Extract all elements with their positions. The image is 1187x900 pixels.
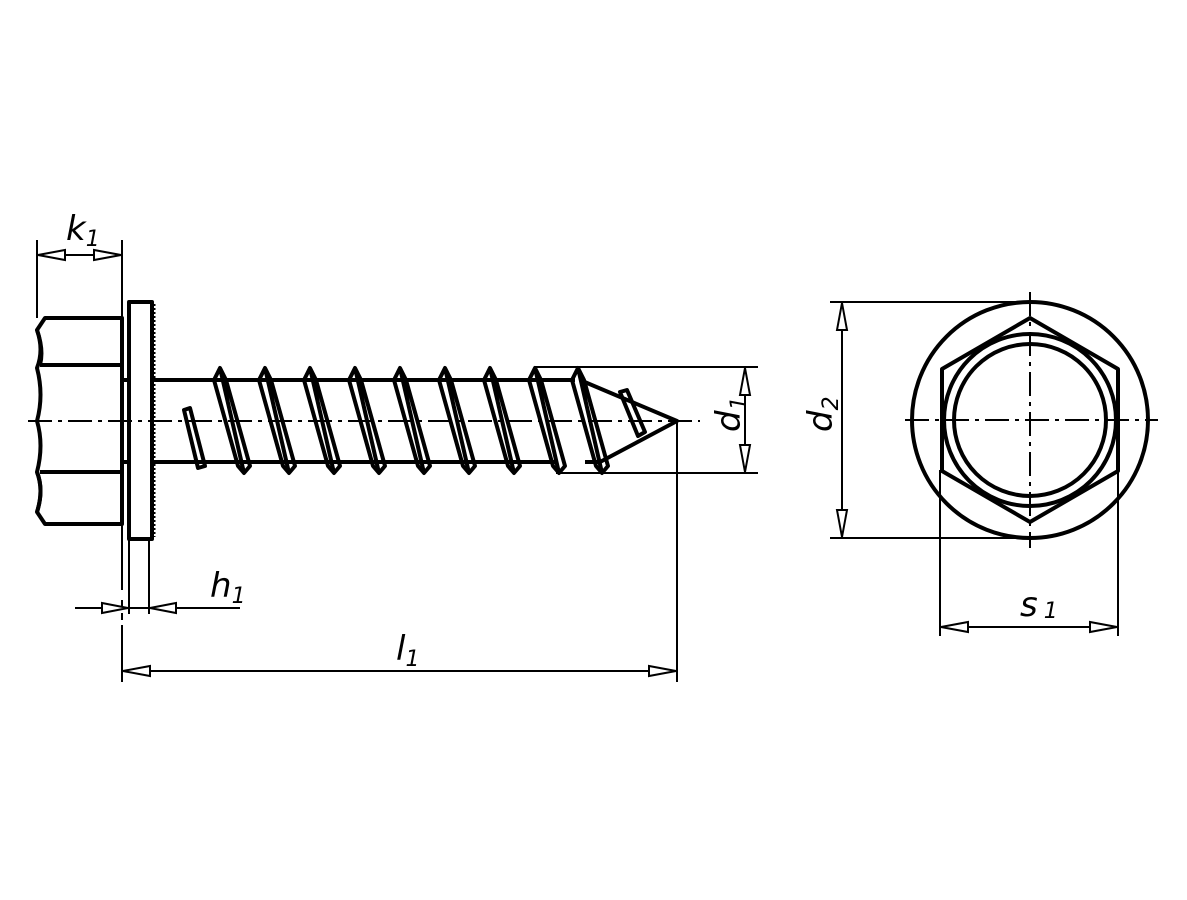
thread-tip [579,378,679,464]
dimension-k1: k1 [36,209,123,318]
thread-turn [437,366,477,475]
dimension-d2: d2 [801,301,1030,539]
side-view [28,300,700,541]
label-h1: h1 [210,566,246,609]
dimension-l1: l1 [121,421,678,682]
hex-head [35,316,124,526]
thread-start [182,406,207,470]
label-k1: k1 [66,209,100,252]
thread-tip-turn [618,388,647,438]
dimension-h1: h1 [75,524,246,620]
label-l1: l1 [396,629,419,672]
label-d2: d2 [801,396,844,432]
front-view [905,292,1158,548]
label-d1: d1 [709,396,752,432]
dimension-d1: d1 [535,366,758,474]
